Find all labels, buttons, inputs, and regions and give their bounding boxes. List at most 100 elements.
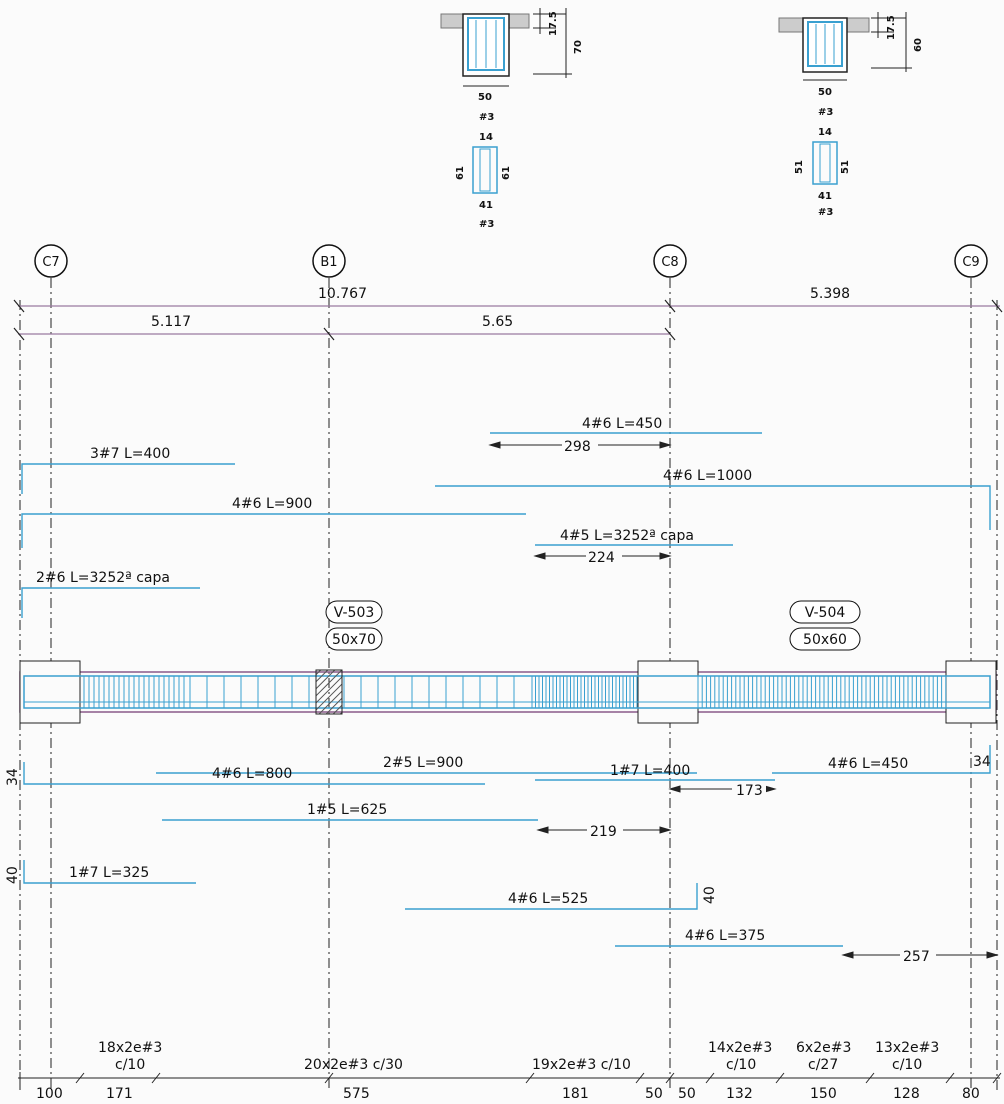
dim-tick <box>665 1072 675 1084</box>
stirrup-group-6-spacing: c/10 <box>892 1057 922 1073</box>
bottom-dim-line <box>18 1072 1000 1084</box>
offset-224: 224 <box>588 550 615 566</box>
label-bot-1-7-325: 1#7 L=325 <box>69 865 149 881</box>
section-right-height: 60 <box>913 38 924 52</box>
label-bot-2-5-900: 2#5 L=900 <box>383 755 463 771</box>
bottom-dim-0: 100 <box>36 1086 63 1102</box>
rebar-bot-4-6-450 <box>772 745 991 774</box>
bottom-dim-9: 80 <box>962 1086 980 1102</box>
section-left-width: 50 <box>478 92 492 103</box>
hook-34-right: 34 <box>973 754 991 770</box>
label-bot-4-6-450: 4#6 L=450 <box>828 756 908 772</box>
rebar-bot-4-6-800 <box>23 762 485 785</box>
section-left-height: 70 <box>573 40 584 54</box>
rebar-bot-4-6-525 <box>405 883 698 910</box>
section-left-cover: 17.5 <box>548 11 559 36</box>
dim-total-left: 10.767 <box>318 286 367 302</box>
label-bot-1-5-625: 1#5 L=625 <box>307 802 387 818</box>
rebar-top-4-6-1000 <box>435 485 991 530</box>
top-dimensions <box>13 299 1003 341</box>
stirrup-group-5-spacing: c/27 <box>808 1057 838 1073</box>
section-left-stirrup-top: 14 <box>479 132 493 143</box>
rebar-top-3-7-400 <box>21 463 235 494</box>
label-top-4-6-900: 4#6 L=900 <box>232 496 312 512</box>
column-b1-hatch <box>315 669 343 715</box>
beam-v503-name: V-503 <box>334 605 375 621</box>
stirrup-group-1-count: 18x2e#3 <box>98 1040 162 1056</box>
dim-tick <box>992 1072 1002 1084</box>
section-right-bar: #3 <box>818 107 833 118</box>
label-bot-1-7-400: 1#7 L=400 <box>610 763 690 779</box>
offset-298: 298 <box>564 439 591 455</box>
dim-tick <box>705 1072 715 1084</box>
bottom-offset-arrows <box>536 785 999 959</box>
stirrup-group-3-count: 19x2e#3 c/10 <box>532 1057 631 1073</box>
bottom-dim-3: 181 <box>562 1086 589 1102</box>
top-rebars <box>21 432 991 618</box>
stirrup-group-4-spacing: c/10 <box>726 1057 756 1073</box>
section-left-bar: #3 <box>479 112 494 123</box>
section-right-cover: 17.5 <box>886 15 897 40</box>
label-top-3-7-400: 3#7 L=400 <box>90 446 170 462</box>
section-right-stirrup-l: 51 <box>794 160 805 174</box>
section-left-stirrup-bot: 41 <box>479 200 493 211</box>
label-bot-4-6-800: 4#6 L=800 <box>212 766 292 782</box>
hook-40-left: 40 <box>5 866 21 884</box>
section-right-stirrup-bot: 41 <box>818 191 832 202</box>
hook-34-left: 34 <box>5 768 21 786</box>
label-top-4-6-450: 4#6 L=450 <box>582 416 662 432</box>
label-top-4-5-325: 4#5 L=3252ª capa <box>560 528 694 544</box>
stirrup-group-2-count: 20x2e#3 c/30 <box>304 1057 403 1073</box>
section-left: 17.5 70 50 #3 14 61 61 41 #3 <box>440 8 584 230</box>
label-bot-4-6-375: 4#6 L=375 <box>685 928 765 944</box>
bottom-dim-4: 50 <box>645 1086 663 1102</box>
dim-tick <box>945 1072 955 1084</box>
beam-v504-size: 50x60 <box>803 632 847 648</box>
hook-40-mid: 40 <box>702 886 718 904</box>
bottom-rebars <box>23 745 991 947</box>
beam-elevation <box>19 660 997 724</box>
section-right-stirrup-r: 51 <box>840 160 851 174</box>
label-bot-4-6-525: 4#6 L=525 <box>508 891 588 907</box>
dim-tick <box>324 1072 334 1084</box>
bottom-dim-1: 171 <box>106 1086 133 1102</box>
label-top-4-6-1000: 4#6 L=1000 <box>663 468 752 484</box>
dim-tick <box>151 1072 161 1084</box>
axis-bubbles: C7 B1 C8 C9 <box>34 244 988 278</box>
section-left-stirrup-l: 61 <box>455 166 466 180</box>
bottom-dim-2: 575 <box>343 1086 370 1102</box>
stirrup-group-5-count: 6x2e#3 <box>796 1040 851 1056</box>
section-right-stirrup-top: 14 <box>818 127 832 138</box>
stirrup-group-6-count: 13x2e#3 <box>875 1040 939 1056</box>
rebar-top-4-6-900 <box>21 513 526 548</box>
section-right-stirrup-bar: #3 <box>818 207 833 218</box>
bottom-dim-8: 128 <box>893 1086 920 1102</box>
bottom-dim-6: 132 <box>726 1086 753 1102</box>
bottom-dim-7: 150 <box>810 1086 837 1102</box>
axis-b1: B1 <box>320 255 337 270</box>
section-left-stirrup-bar: #3 <box>479 219 494 230</box>
section-right-width: 50 <box>818 87 832 98</box>
axis-c9: C9 <box>962 255 979 270</box>
offset-257: 257 <box>903 949 930 965</box>
dim-span-1: 5.117 <box>151 314 191 330</box>
dim-tick <box>775 1072 785 1084</box>
bottom-ticks <box>75 1072 1002 1084</box>
dim-tick <box>75 1072 85 1084</box>
stirrups <box>83 676 947 708</box>
dim-span-2: 5.65 <box>482 314 513 330</box>
dim-total-right: 5.398 <box>810 286 850 302</box>
beam-v503-size: 50x70 <box>332 632 376 648</box>
offset-219: 219 <box>590 824 617 840</box>
rebar-bot-1-7-325 <box>23 860 196 884</box>
stirrup-group-4-count: 14x2e#3 <box>708 1040 772 1056</box>
bottom-dim-5: 50 <box>678 1086 696 1102</box>
dim-tick <box>865 1072 875 1084</box>
dim-tick <box>635 1072 645 1084</box>
label-top-2-6-325: 2#6 L=3252ª capa <box>36 570 170 586</box>
section-left-stirrup-r: 61 <box>501 166 512 180</box>
grid-axes <box>19 278 998 1090</box>
stirrup-group-1-spacing: c/10 <box>115 1057 145 1073</box>
axis-c8: C8 <box>661 255 678 270</box>
